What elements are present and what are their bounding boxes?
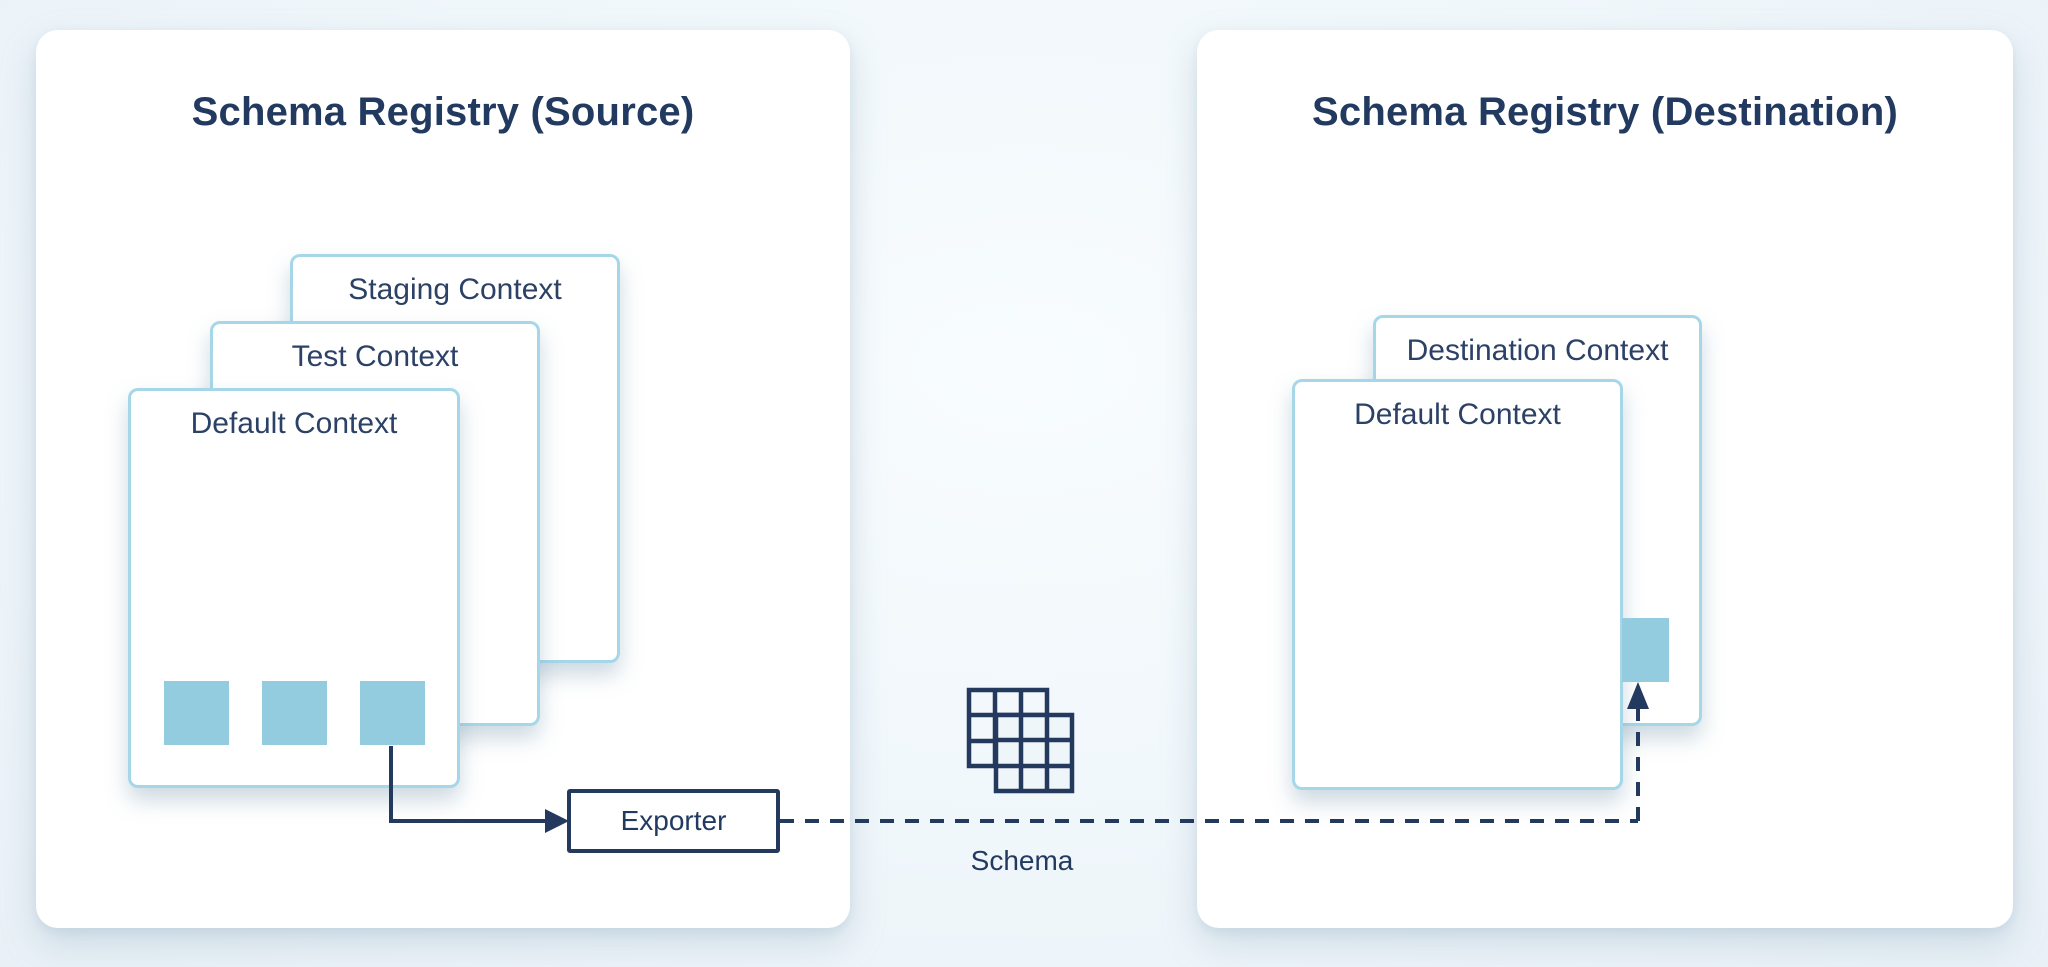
schema-label: Schema: [970, 845, 1074, 876]
source-schema-blocks: [164, 681, 425, 745]
schema-tables-icon: [963, 686, 1079, 803]
destination-default-context-label: Default Context: [1354, 398, 1561, 431]
dashed-connector-horizontal: [780, 819, 1638, 823]
connector-horizontal-line: [389, 819, 547, 823]
connector-arrowhead-icon: [545, 809, 569, 833]
schema-block: [1622, 618, 1669, 682]
destination-panel-title: Schema Registry (Destination): [1312, 90, 1898, 134]
schema-block: [360, 681, 425, 745]
test-context-label: Test Context: [291, 340, 459, 373]
schema-block: [262, 681, 327, 745]
connector-vertical-line: [389, 746, 393, 823]
destination-schema-blocks: [1622, 618, 1669, 682]
destination-default-context-card: Default Context: [1292, 379, 1623, 790]
staging-context-label: Staging Context: [348, 273, 562, 306]
dashed-connector-vertical: [1636, 707, 1640, 823]
source-panel-title: Schema Registry (Source): [191, 90, 695, 134]
destination-context-label: Destination Context: [1406, 334, 1669, 367]
exporter-box: Exporter: [567, 789, 780, 853]
source-default-context-label: Default Context: [190, 407, 398, 440]
dashed-connector-arrowhead-icon: [1627, 682, 1649, 709]
exporter-label: Exporter: [620, 805, 727, 836]
schema-block: [164, 681, 229, 745]
